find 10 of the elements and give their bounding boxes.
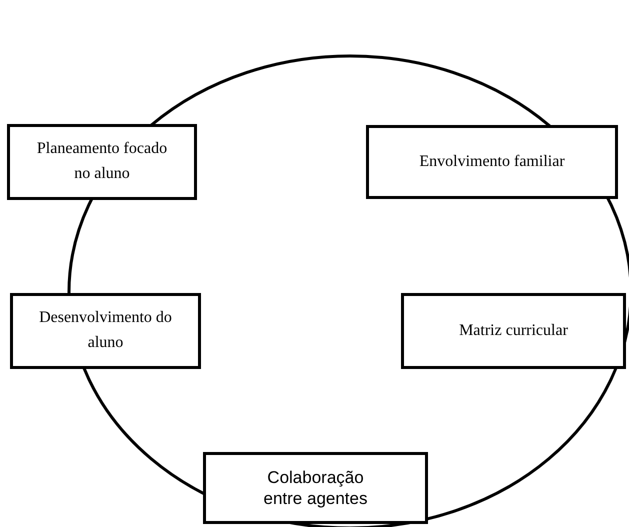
box-label: Envolvimento familiar: [419, 152, 565, 172]
text-box: [401, 293, 626, 369]
text-box: [366, 125, 618, 199]
text-box: [10, 293, 201, 369]
box-label: Desenvolvimento do aluno: [38, 308, 173, 353]
box-label: Matriz curricular: [459, 320, 568, 341]
box-label: Planeamento focado no aluno: [36, 139, 168, 184]
text-box: [7, 124, 197, 200]
box-label: Colaboração entre agentes: [262, 466, 368, 510]
text-box: [203, 452, 428, 524]
